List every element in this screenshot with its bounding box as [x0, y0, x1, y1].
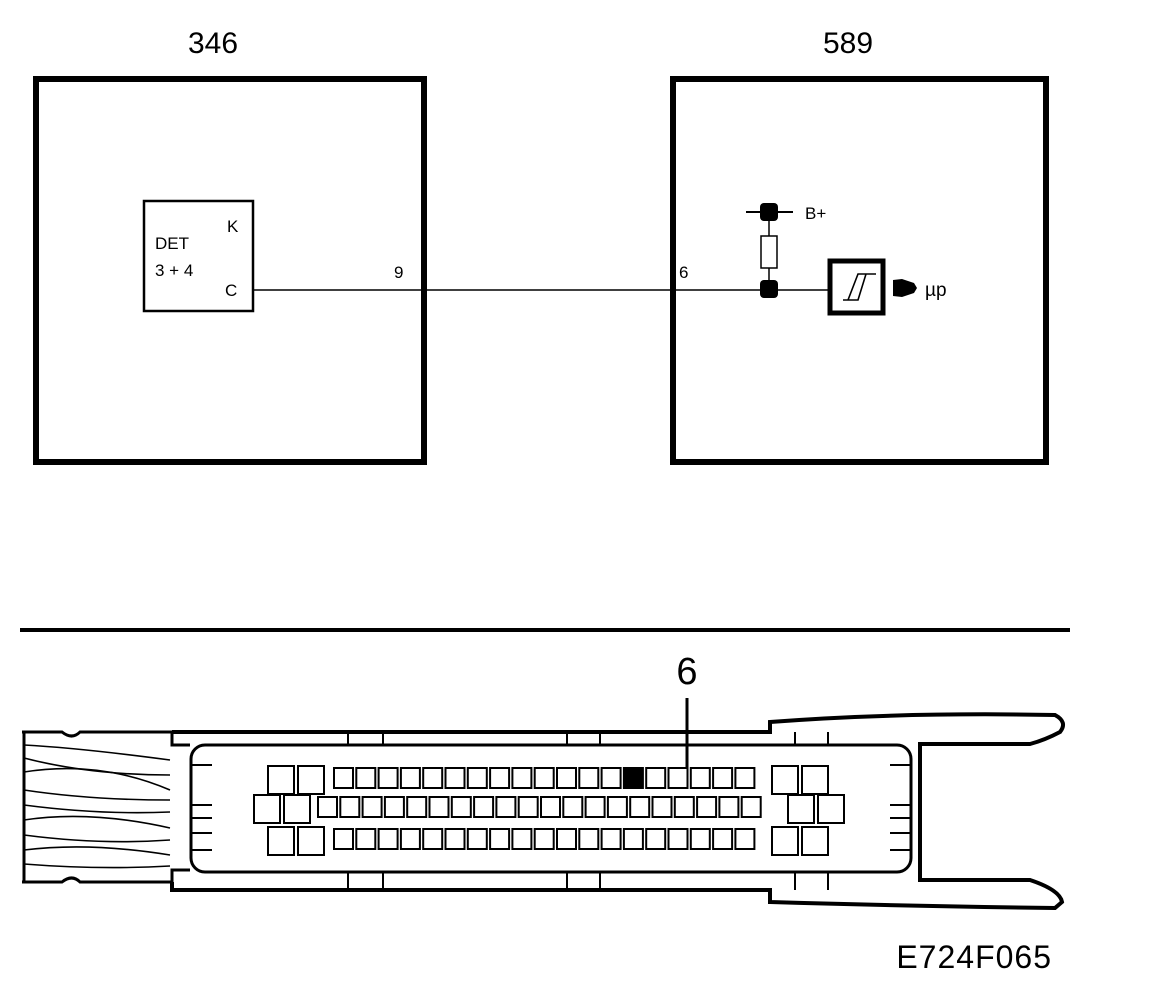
connector-pin — [734, 828, 756, 850]
det-pin-k-label: K — [227, 217, 239, 236]
connector-large-cavity — [817, 794, 845, 824]
pin-6-label: 6 — [679, 263, 688, 282]
connector-pin — [718, 796, 740, 818]
det-label: DET — [155, 234, 189, 253]
connector-pin — [712, 828, 734, 850]
connector-pin — [629, 796, 651, 818]
connector-pin — [533, 828, 555, 850]
connector-pin — [489, 828, 511, 850]
module-589-label: 589 — [823, 27, 873, 60]
connector-pin — [355, 767, 377, 789]
supply-label: B+ — [805, 204, 826, 223]
connector-pin — [540, 796, 561, 818]
connector-pin — [578, 828, 600, 850]
schmitt-trigger-symbol — [843, 273, 876, 301]
det-component-box — [142, 199, 255, 313]
connector-large-cavity — [253, 794, 281, 824]
connector-pin — [355, 828, 377, 850]
pin-9-label: 9 — [394, 263, 403, 282]
connector-pin — [377, 828, 399, 850]
connector-pin — [584, 796, 606, 818]
connector-large-cavity — [801, 765, 829, 795]
connector-pin — [473, 796, 495, 818]
connector-pin — [689, 828, 711, 850]
connector-pin — [444, 828, 466, 850]
connector-pin — [533, 767, 555, 789]
connector-pin — [562, 796, 584, 818]
connector-pin — [517, 796, 539, 818]
connector-pin — [428, 796, 450, 818]
connector-pin — [444, 767, 466, 789]
connector-large-cavity — [771, 826, 799, 856]
connector-pin — [696, 796, 718, 818]
wire-harness — [22, 732, 171, 882]
microprocessor-label: µp — [925, 280, 947, 301]
connector-pin — [333, 828, 354, 850]
connector-pin — [422, 828, 444, 850]
connector-large-cavity — [801, 826, 829, 856]
connector-pin — [740, 796, 762, 818]
output-arrow-icon — [893, 279, 917, 297]
connector-pin — [495, 796, 517, 818]
connector-large-cavity — [787, 794, 815, 824]
connector-pin — [578, 767, 600, 789]
reference-code: E724F065 — [896, 939, 1052, 975]
connector-pin — [339, 796, 361, 818]
connector-pin — [622, 828, 644, 850]
connector-pin — [600, 767, 622, 789]
connector-pin — [556, 828, 577, 850]
connector-pin — [606, 796, 628, 818]
connector-pin — [673, 796, 695, 818]
module-346-label: 346 — [188, 27, 238, 60]
connector-pin — [399, 828, 421, 850]
connector-pin — [556, 767, 577, 789]
connector-pin — [377, 767, 399, 789]
connector-large-cavity — [771, 765, 799, 795]
det-pin-c-label: C — [225, 281, 237, 300]
module-346-box — [33, 76, 427, 465]
connector-pin — [667, 828, 689, 850]
module-589-box — [670, 76, 1049, 465]
det-number-label: 3 + 4 — [155, 261, 193, 280]
connector-pin — [600, 828, 622, 850]
connector-pin — [406, 796, 428, 818]
connector-pin — [511, 828, 533, 850]
connector-large-cavity — [267, 765, 295, 795]
connector-pin — [466, 828, 488, 850]
connector-pin — [333, 767, 354, 789]
connector-pin — [667, 767, 689, 789]
connector-pin-highlighted — [622, 767, 644, 789]
connector-pins — [253, 765, 845, 856]
connector-large-cavity — [297, 826, 325, 856]
connector-pin — [689, 767, 711, 789]
connector-large-cavity — [297, 765, 325, 795]
junction-node — [760, 280, 778, 298]
connector-pin — [651, 796, 673, 818]
connector-pin — [645, 767, 667, 789]
connector-pin — [511, 767, 533, 789]
pullup-resistor — [760, 235, 778, 269]
connector-large-cavity — [267, 826, 295, 856]
connector-large-cavity — [283, 794, 311, 824]
supply-node — [760, 203, 778, 221]
connector-pin — [734, 767, 756, 789]
connector-body — [22, 712, 1066, 911]
connector-pin — [383, 796, 405, 818]
connector-pin — [712, 767, 734, 789]
connector-pin — [645, 828, 667, 850]
connector-pin — [450, 796, 472, 818]
highlight-pin-label: 6 — [676, 651, 697, 693]
connector-pin — [422, 767, 444, 789]
schmitt-trigger-box — [827, 258, 886, 316]
connector-pin — [317, 796, 338, 818]
connector-pin — [361, 796, 383, 818]
connector-pin — [466, 767, 488, 789]
connector-pin — [399, 767, 421, 789]
connector-pin — [489, 767, 511, 789]
